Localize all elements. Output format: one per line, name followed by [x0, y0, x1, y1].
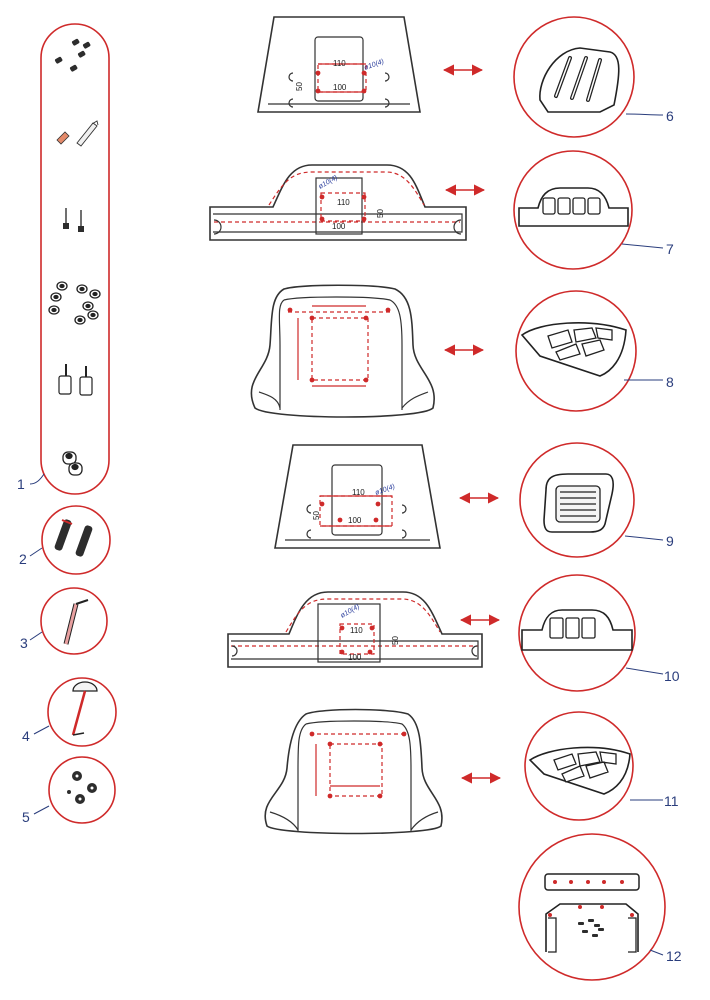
seat-drawing-9: 110 100 50 ø10(4) — [274, 444, 441, 549]
dim-50: 50 — [391, 636, 400, 645]
callout-8: 8 — [666, 374, 674, 390]
callout-11: 11 — [664, 793, 679, 809]
seat-variant-9 — [519, 442, 635, 558]
bushing-icon — [62, 451, 83, 476]
dim-100: 100 — [333, 83, 347, 92]
callout-1: 1 — [17, 476, 25, 492]
nut-set-icon — [54, 38, 91, 72]
washer-set-icon — [48, 281, 101, 325]
callout-10: 10 — [664, 668, 680, 684]
part-4-lever-knob — [47, 677, 117, 747]
seat-drawing-10: 110 100 50 ø10(4) — [227, 591, 483, 668]
plug-set-icon — [56, 120, 99, 147]
dim-110: 110 — [350, 626, 363, 635]
callout-5: 5 — [22, 809, 30, 825]
callout-7: 7 — [666, 241, 674, 257]
part-3-hex-wrench — [40, 587, 108, 655]
part-2-hand-grip — [41, 505, 111, 575]
seat-variant-7 — [513, 150, 633, 270]
exchange-arrows — [442, 64, 502, 784]
dim-50: 50 — [376, 209, 385, 218]
dim-100: 100 — [332, 222, 346, 231]
callout-9: 9 — [666, 533, 674, 549]
callout-3: 3 — [20, 635, 28, 651]
part-5-star-knob — [48, 756, 116, 824]
seat-drawing-6: 110 100 50 ø10(4) — [257, 16, 421, 113]
hardware-kit-panel — [40, 23, 110, 495]
dim-110: 110 — [337, 198, 350, 207]
seat-variant-10 — [518, 574, 636, 692]
seat-variant-11 — [524, 711, 634, 821]
short-bolt-icon — [63, 208, 84, 232]
callout-2: 2 — [19, 551, 27, 567]
callout-4: 4 — [22, 728, 30, 744]
callout-12: 12 — [666, 948, 682, 964]
dim-50: 50 — [312, 511, 321, 520]
seat-drawing-8 — [250, 284, 435, 418]
callout-6: 6 — [666, 108, 674, 124]
seat-variant-8 — [515, 290, 637, 412]
seat-variant-6 — [513, 16, 635, 138]
dim-100: 100 — [348, 653, 362, 662]
callout-leaders — [29, 113, 664, 956]
part-12-bracket-set — [518, 833, 666, 981]
dim-50: 50 — [295, 82, 304, 91]
dim-110: 110 — [333, 59, 346, 68]
dim-110: 110 — [352, 488, 365, 497]
seat-drawing-7: 110 100 50 ø10(4) — [209, 164, 467, 241]
seat-drawing-11 — [264, 708, 443, 835]
dim-100: 100 — [348, 516, 362, 525]
sleeve-bolt-icon — [58, 364, 93, 396]
